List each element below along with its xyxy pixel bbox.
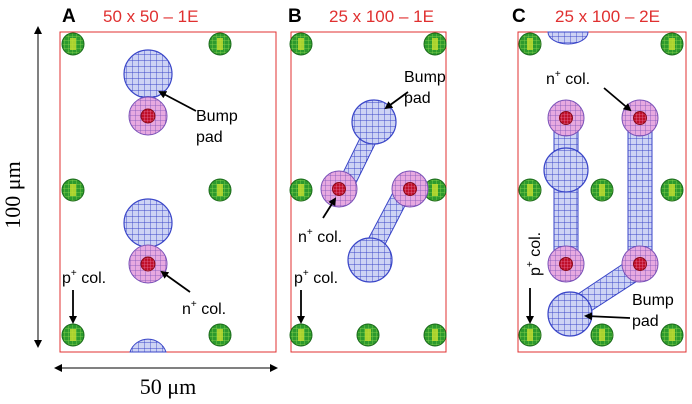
n-column-right (391, 170, 429, 208)
p-columns (518, 32, 684, 347)
panel-b-letter: B (288, 6, 302, 27)
panel-b-title: 25 x 100 – 1E (329, 7, 434, 26)
bump-label-line2: pad (404, 90, 431, 107)
n-column-left (320, 170, 358, 208)
bump-label-line1: Bump (404, 69, 446, 86)
n-col-arrow (160, 270, 191, 293)
bump-pad-upper (123, 49, 173, 99)
n-column-bottom-right (621, 245, 659, 283)
n-column-upper (128, 96, 168, 136)
bump-pad-bottom (547, 291, 593, 337)
bump-label-line2: pad (196, 129, 223, 146)
p-col-label: p+ col. (294, 268, 338, 287)
bump-label-line1: Bump (196, 108, 238, 125)
panel-c: C 25 x 100 – 2E (512, 6, 687, 353)
bump-arrow (158, 91, 197, 112)
p-col-label: p+ col. (525, 232, 544, 276)
height-dimension: 100 μm (0, 26, 42, 348)
panel-a-frame (59, 31, 277, 353)
panel-c-letter: C (512, 6, 526, 27)
width-dimension: 50 μm (54, 364, 278, 399)
height-label: 100 μm (0, 161, 25, 228)
n-column-lower (128, 244, 168, 284)
n-col-label: n+ col. (298, 227, 342, 246)
bump-pad-upper (351, 99, 397, 145)
n-col-label: n+ col. (182, 299, 226, 318)
trace-right (627, 117, 653, 267)
p-columns (61, 32, 232, 347)
n-column-top-right (621, 99, 659, 137)
bump-arrow (584, 312, 631, 321)
panel-a-title: 50 x 50 – 1E (103, 7, 198, 26)
bump-pad-lower (347, 237, 393, 283)
panel-b: B 25 x 100 – 1E Bump (288, 6, 447, 353)
bump-arrow (384, 91, 409, 110)
width-label: 50 μm (140, 374, 196, 399)
n-column-top-left (547, 99, 585, 137)
panel-a-letter: A (62, 6, 76, 27)
bump-label-line2: pad (632, 313, 659, 330)
bump-pad-middle (543, 147, 589, 193)
n-column-bottom-left (547, 245, 585, 283)
bump-pad-bottom-partial (129, 338, 167, 353)
p-col-label: p+ col. (62, 268, 106, 287)
panel-c-title: 25 x 100 – 2E (555, 7, 660, 26)
n-col-arrow (322, 197, 337, 219)
p-columns (289, 32, 447, 347)
bump-pad-top-partial (547, 31, 589, 45)
n-col-label: n+ col. (546, 69, 590, 88)
panel-a: A 50 x 50 – 1E (59, 6, 277, 353)
bump-pad-lower (123, 198, 173, 248)
n-col-arrow (603, 87, 632, 112)
panel-c-frame (517, 31, 687, 353)
bump-label-line1: Bump (632, 292, 674, 309)
